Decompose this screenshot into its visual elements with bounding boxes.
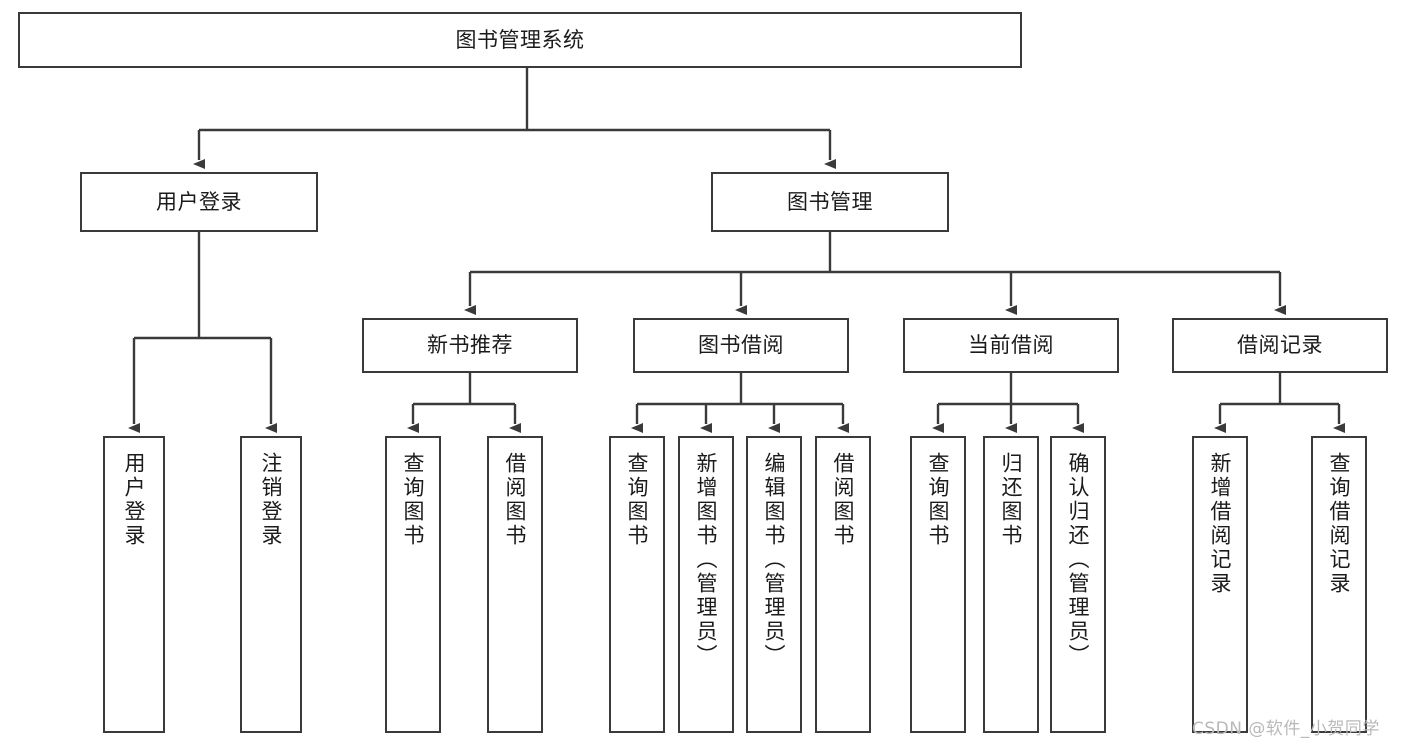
node-leaf-edit-book-label: 编辑图书（管理员） xyxy=(762,452,787,668)
node-user-login[interactable]: 用户登录 xyxy=(80,172,318,232)
node-user-login-label: 用户登录 xyxy=(156,189,242,214)
node-leaf-edit-book[interactable]: 编辑图书（管理员） xyxy=(746,436,802,733)
node-book-manage-label: 图书管理 xyxy=(787,189,873,214)
node-leaf-query-record[interactable]: 查询借阅记录 xyxy=(1311,436,1367,733)
node-borrow-record-label: 借阅记录 xyxy=(1237,333,1323,358)
node-leaf-query-book-2[interactable]: 查询图书 xyxy=(609,436,665,733)
node-leaf-add-book[interactable]: 新增图书（管理员） xyxy=(678,436,734,733)
node-book-manage[interactable]: 图书管理 xyxy=(711,172,949,232)
node-leaf-borrow-book-1-label: 借阅图书 xyxy=(503,452,528,548)
node-leaf-add-record-label: 新增借阅记录 xyxy=(1208,452,1233,596)
node-leaf-borrow-book-2[interactable]: 借阅图书 xyxy=(815,436,871,733)
node-leaf-user-logout[interactable]: 注销登录 xyxy=(240,436,302,733)
node-leaf-return-book-label: 归还图书 xyxy=(999,452,1024,548)
node-current-borrow-label: 当前借阅 xyxy=(968,333,1054,358)
watermark: CSDN @软件_小贺同学 xyxy=(1192,719,1380,739)
node-root-label: 图书管理系统 xyxy=(455,27,585,52)
node-leaf-borrow-book-1[interactable]: 借阅图书 xyxy=(487,436,543,733)
node-leaf-return-book[interactable]: 归还图书 xyxy=(983,436,1039,733)
node-book-borrow[interactable]: 图书借阅 xyxy=(633,318,849,373)
node-leaf-query-book-2-label: 查询图书 xyxy=(625,452,650,548)
node-new-book-recommend[interactable]: 新书推荐 xyxy=(362,318,578,373)
node-leaf-borrow-book-2-label: 借阅图书 xyxy=(831,452,856,548)
node-leaf-confirm-return[interactable]: 确认归还（管理员） xyxy=(1050,436,1106,733)
node-leaf-user-login[interactable]: 用户登录 xyxy=(103,436,165,733)
node-leaf-query-book-3[interactable]: 查询图书 xyxy=(910,436,966,733)
node-leaf-user-login-label: 用户登录 xyxy=(122,452,147,548)
node-leaf-query-book-1[interactable]: 查询图书 xyxy=(385,436,441,733)
node-leaf-query-book-1-label: 查询图书 xyxy=(401,452,426,548)
node-new-book-recommend-label: 新书推荐 xyxy=(427,333,513,358)
node-root[interactable]: 图书管理系统 xyxy=(18,12,1022,68)
node-leaf-query-book-3-label: 查询图书 xyxy=(926,452,951,548)
node-leaf-add-book-label: 新增图书（管理员） xyxy=(694,452,719,668)
node-book-borrow-label: 图书借阅 xyxy=(698,333,784,358)
node-leaf-confirm-return-label: 确认归还（管理员） xyxy=(1066,452,1091,668)
node-leaf-query-record-label: 查询借阅记录 xyxy=(1327,452,1352,596)
node-borrow-record[interactable]: 借阅记录 xyxy=(1172,318,1388,373)
node-leaf-add-record[interactable]: 新增借阅记录 xyxy=(1192,436,1248,733)
node-leaf-user-logout-label: 注销登录 xyxy=(259,452,284,548)
node-current-borrow[interactable]: 当前借阅 xyxy=(903,318,1119,373)
